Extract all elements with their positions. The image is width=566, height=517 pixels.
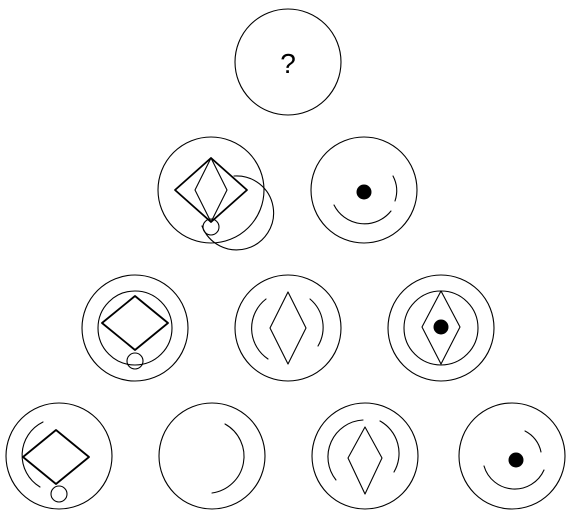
small-circle (127, 353, 143, 369)
inner-arc (252, 299, 268, 359)
inner-arc (334, 205, 391, 224)
wide-diamond (102, 296, 168, 350)
cell-row2-right[interactable] (311, 137, 417, 243)
inner-arc (525, 431, 541, 452)
question-mark: ? (280, 48, 296, 79)
thin-diamond (270, 292, 306, 364)
cell-row4-1[interactable] (6, 403, 112, 509)
inner-arc (393, 176, 397, 201)
inner-arc (484, 466, 544, 489)
wide-diamond (175, 158, 247, 222)
cell-row4-2[interactable] (159, 403, 265, 509)
filled-dot (434, 320, 449, 335)
cell-row4-4[interactable] (459, 403, 565, 509)
cell-outer-circle (235, 275, 341, 381)
cell-row2-left[interactable] (158, 137, 274, 250)
inner-arc (328, 420, 363, 480)
cell-row4-3[interactable] (312, 403, 418, 509)
filled-dot (509, 453, 524, 468)
inner-arc (380, 421, 399, 472)
small-circle (51, 486, 67, 502)
cell-row3-middle[interactable] (235, 275, 341, 381)
cell-row3-left[interactable] (82, 275, 188, 381)
cell-outer-circle (158, 137, 264, 243)
thin-diamond (348, 427, 382, 494)
wide-diamond (23, 430, 89, 484)
inner-arc (202, 176, 274, 250)
inner-arc (212, 424, 244, 493)
filled-dot (357, 185, 372, 200)
inner-arc (310, 299, 323, 346)
cell-row3-right[interactable] (388, 275, 494, 381)
